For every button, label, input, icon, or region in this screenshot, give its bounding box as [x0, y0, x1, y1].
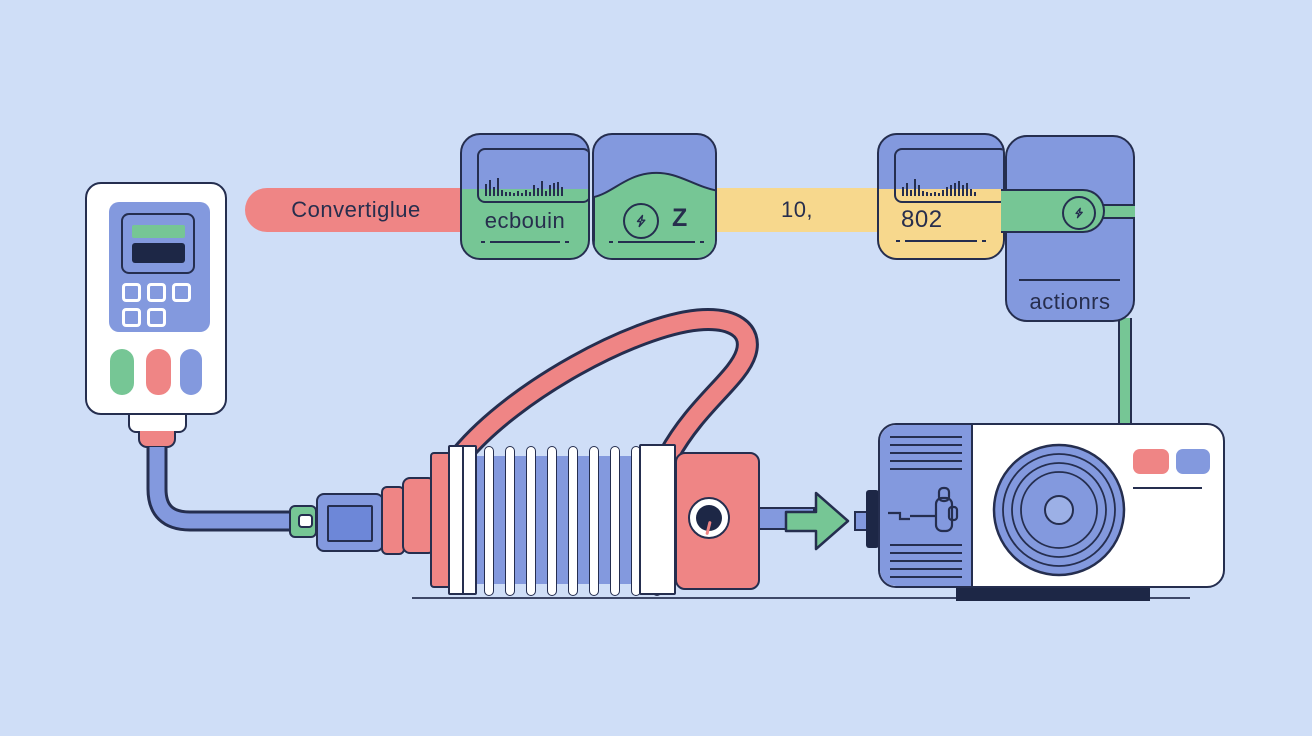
bellows-plate-right	[639, 444, 676, 595]
green-feed-line	[1118, 318, 1132, 426]
indicator-chip-blue	[1176, 449, 1210, 474]
generator-device	[878, 423, 1225, 588]
shaft-coupler	[866, 490, 879, 548]
bellows-plate-left	[448, 445, 477, 595]
generator-vent-top	[890, 436, 962, 476]
flow-segment-convert: Convertiglue	[245, 188, 467, 232]
device-panel	[109, 202, 210, 332]
actions-box: actionrs	[1005, 135, 1135, 322]
connector-inner	[327, 505, 373, 542]
meter-underline	[481, 241, 569, 243]
keypad-key	[147, 308, 166, 327]
transform-underline	[609, 241, 704, 243]
generator-schematic-icon	[888, 486, 959, 533]
remote-device	[85, 182, 227, 415]
waveform-meter-icon	[894, 148, 1003, 203]
actions-divider	[1019, 279, 1120, 281]
screen-display	[132, 243, 185, 263]
keypad-key	[147, 283, 166, 302]
device-screen	[121, 213, 195, 274]
meter-label: ecbouin	[484, 208, 566, 233]
indicator-chip-red	[1133, 449, 1169, 474]
fan-disc	[992, 443, 1126, 577]
actions-label: actionrs	[1029, 289, 1111, 314]
meter-underline	[896, 240, 986, 242]
keypad	[122, 283, 191, 327]
keypad-key	[172, 283, 191, 302]
ground-line	[412, 597, 1190, 599]
lightning-icon	[1075, 207, 1083, 219]
button-green	[110, 349, 134, 395]
generator-stand	[956, 586, 1150, 601]
button-red	[146, 349, 171, 395]
lightning-circle-icon	[1062, 196, 1096, 230]
meter-box-ecbouin: ecbouin	[460, 133, 590, 260]
meter-label: 802	[901, 206, 943, 233]
waveform-meter-icon	[477, 148, 588, 203]
flow-label-value: 10,	[780, 197, 814, 222]
screen-status-bar	[132, 225, 185, 238]
generator-vent-bottom	[890, 544, 962, 584]
plate-divider	[462, 447, 464, 593]
indicator-divider	[1133, 487, 1202, 489]
lightning-icon	[636, 214, 646, 228]
lightning-circle-icon	[623, 203, 659, 239]
transform-box: Z	[592, 133, 717, 260]
transform-label: Z	[672, 204, 688, 232]
meter-box-802: 802	[877, 133, 1005, 260]
button-blue	[180, 349, 202, 395]
keypad-key	[122, 308, 141, 327]
generator-motor-section	[880, 425, 973, 586]
flow-label-convert: Convertiglue	[291, 197, 421, 222]
flow-segment-value: 10,	[715, 188, 879, 232]
keypad-key	[122, 283, 141, 302]
connector-slot	[298, 514, 313, 528]
